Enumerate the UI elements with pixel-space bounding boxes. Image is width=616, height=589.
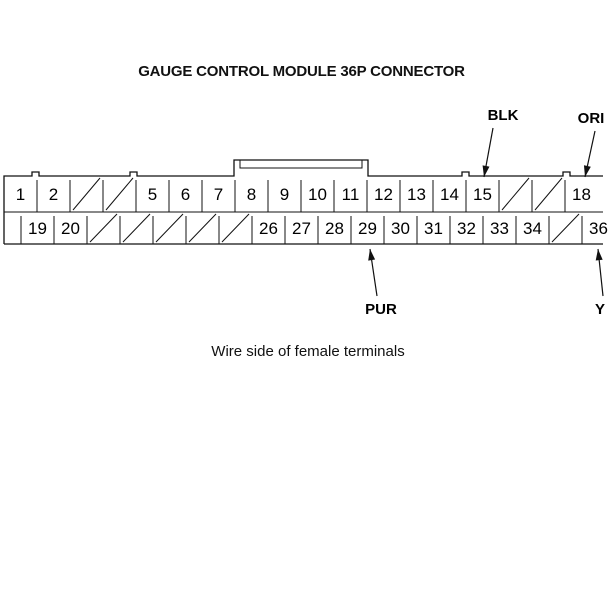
top-terminal-13: 13 (399, 180, 426, 212)
arrowhead-icon (368, 249, 376, 261)
top-terminal-11: 11 (333, 180, 360, 212)
terminal-number: 13 (407, 185, 426, 204)
terminal-number: 36 (589, 219, 608, 238)
bottom-terminal-33: 33 (482, 216, 509, 244)
top-terminal-14: 14 (432, 180, 459, 212)
wire-callout-y: Y (595, 248, 605, 318)
diagram-caption: Wire side of female terminals (211, 343, 405, 360)
bottom-terminal-27: 27 (284, 216, 311, 244)
bottom-terminal-29: 29 (350, 216, 377, 244)
wire-color-label: Y (595, 301, 605, 318)
arrowhead-icon (583, 165, 591, 177)
terminal-number: 18 (572, 185, 591, 204)
arrowhead-icon (482, 165, 490, 177)
bottom-terminal-32: 32 (449, 216, 476, 244)
terminal-number: 14 (440, 185, 459, 204)
top-terminal-empty-3 (69, 177, 101, 212)
wire-color-label: PUR (365, 301, 397, 318)
terminal-number: 11 (342, 185, 360, 204)
unused-cavity-mark (551, 213, 580, 243)
terminal-number: 20 (61, 219, 80, 238)
terminal-number: 12 (374, 185, 393, 204)
terminal-number: 26 (259, 219, 278, 238)
bottom-terminal-19: 19 (20, 216, 47, 244)
bottom-terminal-empty-7 (218, 213, 250, 244)
top-terminal-2: 2 (36, 180, 58, 212)
unused-cavity-mark (72, 177, 101, 211)
bottom-terminal-empty-3 (86, 213, 118, 244)
terminal-number: 7 (214, 185, 223, 204)
top-terminal-empty-17 (531, 177, 563, 212)
terminal-number: 2 (49, 185, 58, 204)
top-terminal-12: 12 (366, 180, 393, 212)
wire-callout-blk: BLK (482, 107, 519, 178)
diagram-title: GAUGE CONTROL MODULE 36P CONNECTOR (138, 63, 465, 80)
unused-cavity-mark (501, 177, 530, 211)
bottom-terminal-empty-4 (119, 213, 151, 244)
wire-callouts: BLK ORI PUR Y (365, 107, 605, 318)
terminal-number: 9 (280, 185, 289, 204)
terminal-number: 30 (391, 219, 410, 238)
unused-cavity-mark (105, 177, 134, 211)
terminal-number: 27 (292, 219, 311, 238)
terminal-number: 8 (247, 185, 256, 204)
top-terminal-7: 7 (201, 180, 223, 212)
locking-tab (239, 160, 363, 169)
top-terminal-5: 5 (135, 180, 157, 212)
terminal-number: 6 (181, 185, 190, 204)
terminal-number: 32 (457, 219, 476, 238)
terminal-number: 31 (424, 219, 443, 238)
terminal-number: 33 (490, 219, 509, 238)
terminal-number: 10 (308, 185, 327, 204)
unused-cavity-mark (155, 213, 184, 243)
unused-cavity-mark (534, 177, 563, 211)
terminal-number: 1 (16, 185, 25, 204)
top-terminal-8: 8 (234, 180, 256, 212)
bottom-terminal-30: 30 (383, 216, 410, 244)
bottom-terminal-empty-17 (548, 213, 580, 244)
bottom-terminal-20: 20 (53, 216, 80, 244)
bottom-terminal-empty-5 (152, 213, 184, 244)
bottom-terminal-28: 28 (317, 216, 344, 244)
terminal-number: 15 (473, 185, 492, 204)
top-terminal-18: 18 (564, 180, 591, 212)
top-terminal-10: 10 (300, 180, 327, 212)
top-terminal-empty-16 (498, 177, 530, 212)
wire-callout-ori: ORI (578, 110, 605, 178)
terminal-number: 28 (325, 219, 344, 238)
terminal-number: 29 (358, 219, 377, 238)
bottom-terminal-31: 31 (416, 216, 443, 244)
top-terminal-6: 6 (168, 180, 190, 212)
wire-color-label: ORI (578, 110, 605, 127)
bottom-terminal-34: 34 (515, 216, 542, 244)
unused-cavity-mark (89, 213, 118, 243)
wire-color-label: BLK (488, 107, 519, 124)
wire-callout-pur: PUR (365, 248, 397, 318)
bottom-terminal-26: 26 (251, 216, 278, 244)
top-terminal-empty-4 (102, 177, 134, 212)
unused-cavity-mark (188, 213, 217, 243)
top-terminal-9: 9 (267, 180, 289, 212)
terminal-number: 5 (148, 185, 157, 204)
connector-body (3, 159, 603, 245)
terminal-number: 19 (28, 219, 47, 238)
unused-cavity-mark (221, 213, 250, 243)
arrowhead-icon (595, 249, 603, 261)
bottom-terminal-36: 36 (581, 216, 608, 244)
bottom-terminal-empty-6 (185, 213, 217, 244)
top-terminal-1: 1 (3, 180, 25, 212)
top-terminal-15: 15 (465, 180, 492, 212)
terminal-number: 34 (523, 219, 542, 238)
unused-cavity-mark (122, 213, 151, 243)
